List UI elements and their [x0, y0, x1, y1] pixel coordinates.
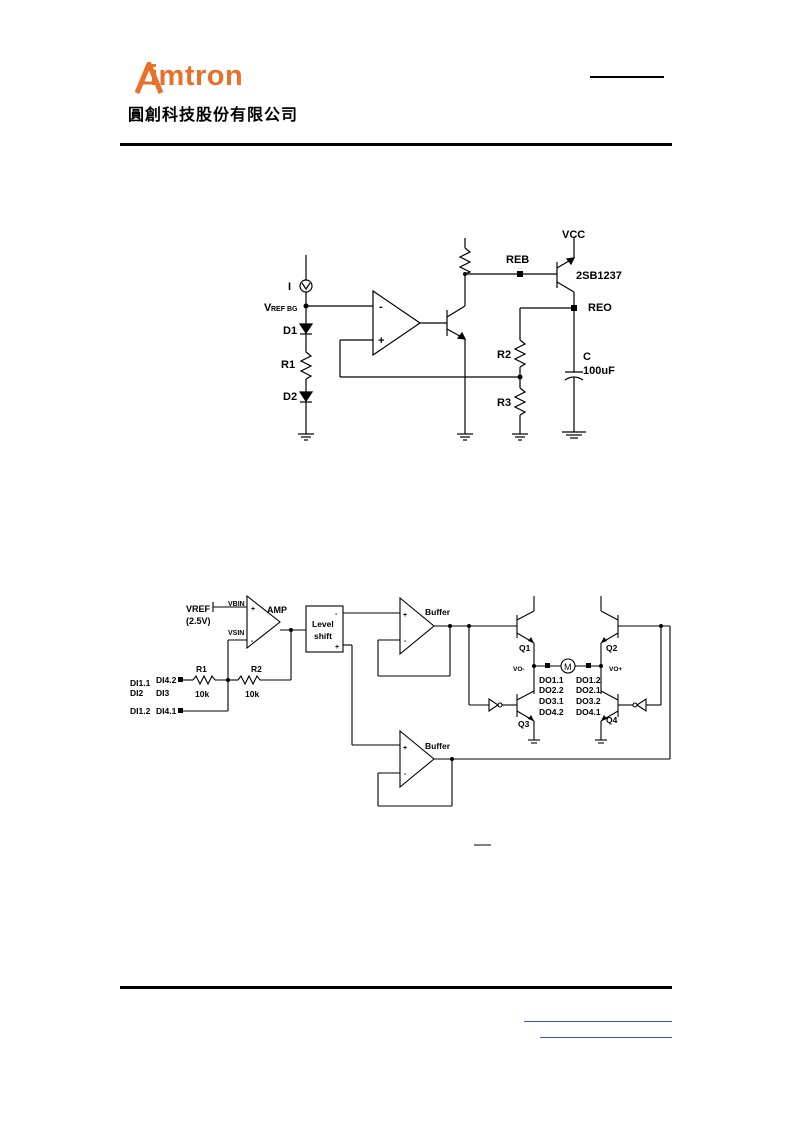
amp-label: AMP [267, 605, 287, 615]
reo-label: REO [588, 302, 612, 314]
do-left-1: DO1.1 [539, 675, 564, 685]
amp-minus-label: - [251, 638, 254, 645]
di3-label: DI3 [156, 688, 170, 698]
r2-label: R2 [251, 664, 262, 674]
amp-plus-label: + [251, 606, 255, 613]
aimtron-logo-a-icon [134, 62, 164, 94]
do-left-2: DO2.2 [539, 685, 564, 695]
q1-label: Q1 [519, 643, 531, 653]
vo-minus-label: VO- [513, 666, 525, 673]
di2-label: DI2 [130, 688, 144, 698]
buffer-bottom-minus: - [404, 771, 407, 778]
r3-label: R3 [497, 397, 511, 409]
do-right-3: DO3.2 [576, 696, 601, 706]
vo-plus-label: VO+ [609, 666, 622, 673]
vref-bg-label: V [264, 302, 272, 314]
r1-label: R1 [196, 664, 207, 674]
d2-label: D2 [283, 391, 297, 403]
header-rule [120, 143, 672, 146]
d1-label: D1 [283, 325, 297, 337]
vref-bg-subscript: REF BG [271, 306, 298, 313]
do-right-4: DO4.1 [576, 707, 601, 717]
reb-label: REB [506, 254, 529, 266]
do-left-4: DO4.2 [539, 707, 564, 717]
transistor-label: 2SB1237 [576, 270, 622, 282]
opamp-plus-label: + [378, 335, 384, 347]
do-right-2: DO2.1 [576, 685, 601, 695]
footer-link-line-1[interactable] [524, 1021, 672, 1022]
buffer-bottom-plus: + [403, 745, 407, 752]
level-shift-label-2: shift [314, 631, 332, 641]
vref-label: VREF [186, 604, 211, 614]
r1-label: R1 [281, 359, 295, 371]
r1-value: 10k [195, 689, 209, 699]
vbin-label: VBIN [228, 601, 245, 608]
vsin-label: VSIN [228, 630, 244, 637]
vref-value: (2.5V) [186, 616, 211, 626]
di1-1-label: DI1.1 [130, 678, 151, 688]
capacitor-label: C [583, 351, 591, 363]
brand-name: imtron [150, 60, 244, 92]
current-source-label: I [288, 281, 291, 293]
r2-label: R2 [497, 349, 511, 361]
header-short-rule [590, 76, 664, 78]
buffer-bottom-label: Buffer [425, 741, 451, 751]
r2-value: 10k [245, 689, 259, 699]
buffer-top-minus: - [404, 638, 407, 645]
di4-2-label: DI4.2 [156, 675, 177, 685]
q4-label: Q4 [606, 715, 618, 725]
footer-link-line-2[interactable] [540, 1037, 672, 1038]
vcc-label: VCC [562, 229, 585, 241]
buffer-top-label: Buffer [425, 607, 451, 617]
q2-label: Q2 [606, 643, 618, 653]
company-name-cn: 圓創科技股份有限公司 [128, 105, 299, 124]
do-left-3: DO3.1 [539, 696, 564, 706]
di1-2-label: DI1.2 [130, 706, 151, 716]
level-shift-plus: + [335, 644, 339, 651]
buffer-top-plus: + [403, 612, 407, 619]
level-shift-minus: - [335, 611, 338, 618]
capacitor-value: 100uF [583, 365, 615, 377]
footer-rule [120, 986, 672, 989]
level-shift-label-1: Level [312, 619, 334, 629]
motor-label: M [564, 662, 572, 672]
do-right-1: DO1.2 [576, 675, 601, 685]
q3-label: Q3 [518, 719, 530, 729]
opamp-minus-label: - [379, 301, 383, 313]
di4-1-label: DI4.1 [156, 706, 177, 716]
